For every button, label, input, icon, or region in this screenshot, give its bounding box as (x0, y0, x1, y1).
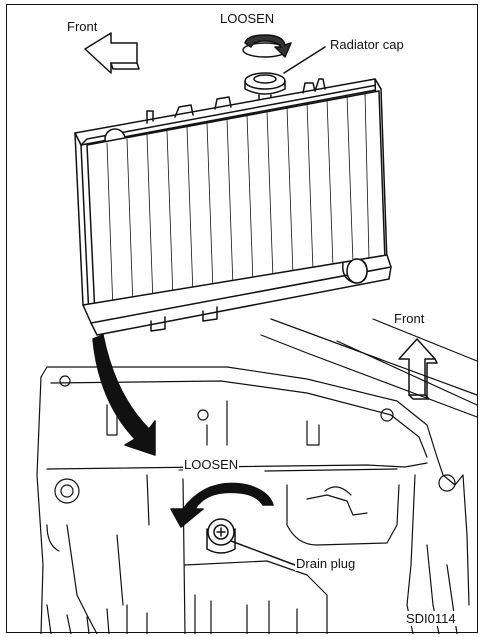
front-label-top: Front (66, 19, 98, 34)
front-label-right: Front (393, 311, 425, 326)
drain-plug (207, 519, 295, 565)
loosen-label-bottom: LOOSEN (183, 457, 239, 472)
flow-arrow-icon (93, 335, 155, 455)
loosen-label-top: LOOSEN (219, 11, 275, 26)
drain-plug-label: Drain plug (295, 556, 356, 571)
radiator-cap-label: Radiator cap (329, 37, 405, 52)
figure-frame: Front LOOSEN Radiator cap Front LOOSEN D… (6, 4, 478, 633)
radiator (75, 79, 391, 335)
loosen-cap-arrow-icon (243, 35, 291, 57)
front-arrow-icon (85, 33, 139, 73)
figure-code: SDI0114 (405, 611, 457, 626)
